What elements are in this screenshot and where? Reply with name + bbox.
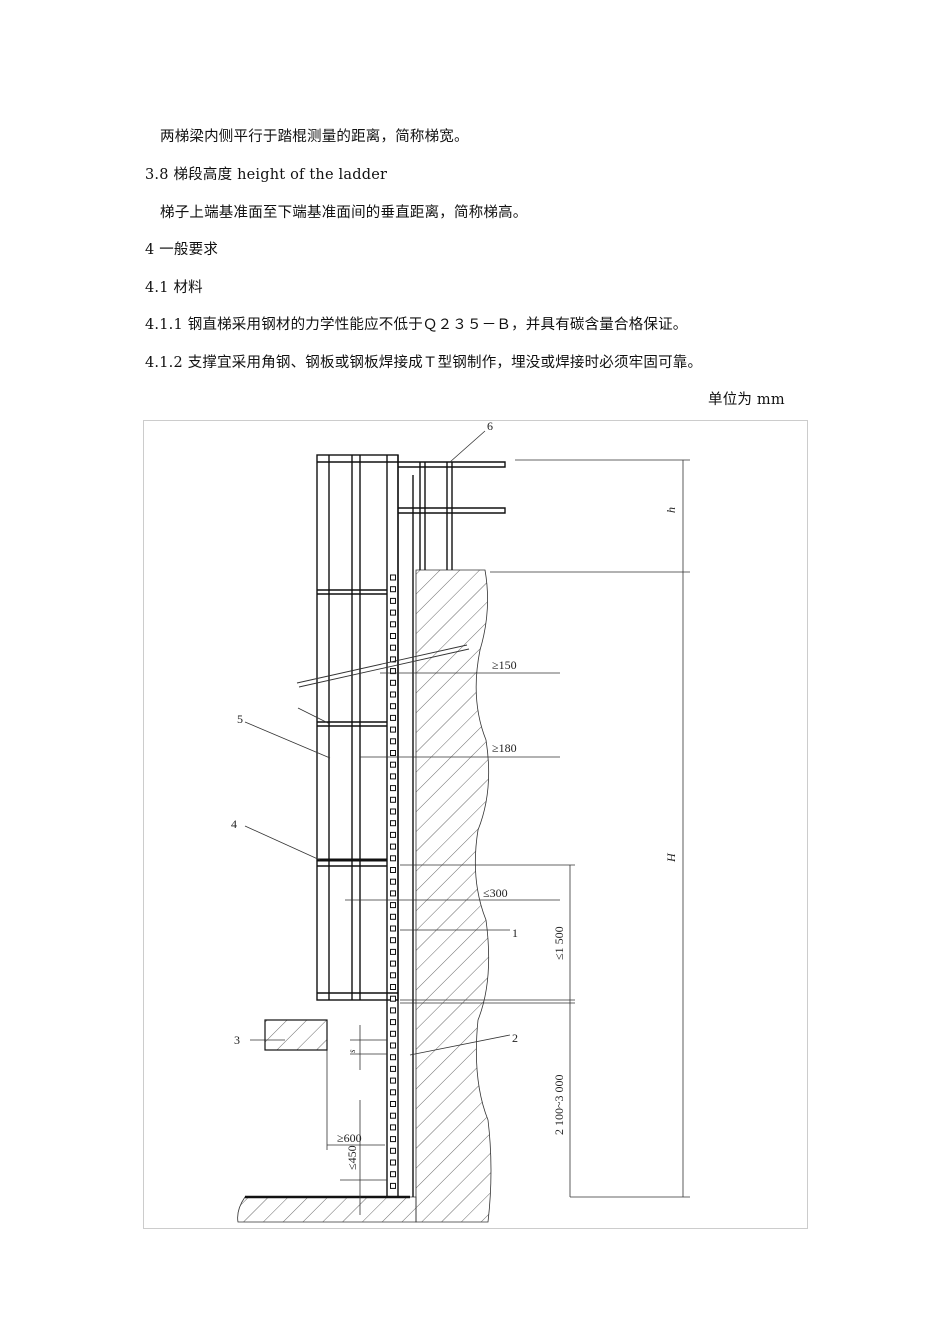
rung <box>390 773 396 780</box>
rung <box>390 1089 396 1096</box>
rung <box>390 1147 396 1154</box>
rung <box>390 679 396 686</box>
rung <box>390 738 396 745</box>
rung <box>390 808 396 815</box>
rung <box>390 1007 396 1014</box>
rung <box>390 691 396 698</box>
rung <box>390 948 396 955</box>
paragraph-ladder-width: 两梯梁内侧平行于踏棍测量的距离，简称梯宽。 <box>160 129 469 145</box>
rung <box>390 1136 396 1143</box>
rung <box>390 703 396 710</box>
rung <box>390 878 396 885</box>
rung <box>390 937 396 944</box>
rung <box>390 761 396 768</box>
rung <box>390 1101 396 1107</box>
dim-min180: ≥180 <box>492 741 517 755</box>
safety-cage <box>316 454 414 1197</box>
rung <box>390 855 396 862</box>
heading-3-8: 3.8 梯段高度 height of the ladder <box>145 167 388 183</box>
dim-min150: ≥150 <box>492 658 517 672</box>
rung <box>390 609 396 616</box>
rung <box>390 1171 396 1178</box>
rung <box>390 831 396 838</box>
rung <box>390 785 396 792</box>
rung <box>390 621 396 628</box>
rung <box>390 1030 396 1037</box>
heading-4: 4 一般要求 <box>145 242 219 258</box>
dim-s: s <box>347 1049 357 1053</box>
rung <box>390 633 396 639</box>
obstacle-block <box>264 1019 328 1051</box>
dim-H: H <box>664 852 678 863</box>
rung <box>390 796 396 803</box>
rung <box>390 597 396 604</box>
rung <box>390 960 396 967</box>
dim-range: 2 100~3 000 <box>552 1075 566 1136</box>
callout-5: 5 <box>237 712 243 726</box>
rung <box>390 925 396 932</box>
rung <box>390 984 396 990</box>
rung <box>390 1065 396 1072</box>
callout-1: 1 <box>512 926 518 940</box>
platform-railing <box>398 461 506 570</box>
callout-2: 2 <box>512 1031 518 1045</box>
rung <box>390 995 396 1002</box>
rung <box>390 913 396 920</box>
paragraph-4-1-2: 4.1.2 支撑宜采用角钢、钢板或钢板焊接成Ｔ型钢制作，埋没或焊接时必须牢固可靠… <box>145 355 703 371</box>
rung <box>390 574 396 581</box>
rung <box>390 843 396 850</box>
ladder-rungs <box>390 574 396 1189</box>
rung <box>390 1042 396 1049</box>
rung <box>390 1019 396 1026</box>
dim-max450: ≤450 <box>345 1145 359 1170</box>
rung <box>390 1054 396 1061</box>
paragraph-ladder-height: 梯子上端基准面至下端基准面间的垂直距离，简称梯高。 <box>160 205 528 221</box>
rung <box>390 1124 396 1131</box>
rung <box>390 644 396 651</box>
rung <box>390 1182 396 1189</box>
break-line <box>296 644 468 684</box>
callout-4: 4 <box>231 817 237 831</box>
rung <box>390 726 396 733</box>
rung <box>390 1077 396 1084</box>
rung <box>390 668 396 675</box>
unit-note: 单位为 mm <box>708 392 785 408</box>
rung <box>390 902 396 909</box>
dim-min600: ≥600 <box>337 1131 362 1145</box>
rung <box>390 890 396 897</box>
figure-frame <box>143 420 808 1229</box>
dim-h: h <box>664 507 678 513</box>
callout-6: 6 <box>487 419 493 433</box>
rung <box>390 1112 396 1119</box>
rung <box>390 750 396 756</box>
rung <box>390 972 396 979</box>
rung <box>390 867 396 873</box>
dim-max1500: ≤1 500 <box>552 926 566 960</box>
heading-4-1: 4.1 材料 <box>145 280 203 296</box>
rung <box>390 714 396 721</box>
wall-hatch <box>415 569 492 1223</box>
paragraph-4-1-1: 4.1.1 钢直梯采用钢材的力学性能应不低于Ｑ２３５－Ｂ，并具有碳含量合格保证。 <box>145 317 688 333</box>
callout-3: 3 <box>234 1033 240 1047</box>
rung <box>390 1159 396 1166</box>
rung <box>390 820 396 827</box>
ground-hatch <box>237 1196 417 1223</box>
rung <box>390 586 396 593</box>
dim-max300: ≤300 <box>483 886 508 900</box>
dimension-lines <box>244 430 690 1215</box>
